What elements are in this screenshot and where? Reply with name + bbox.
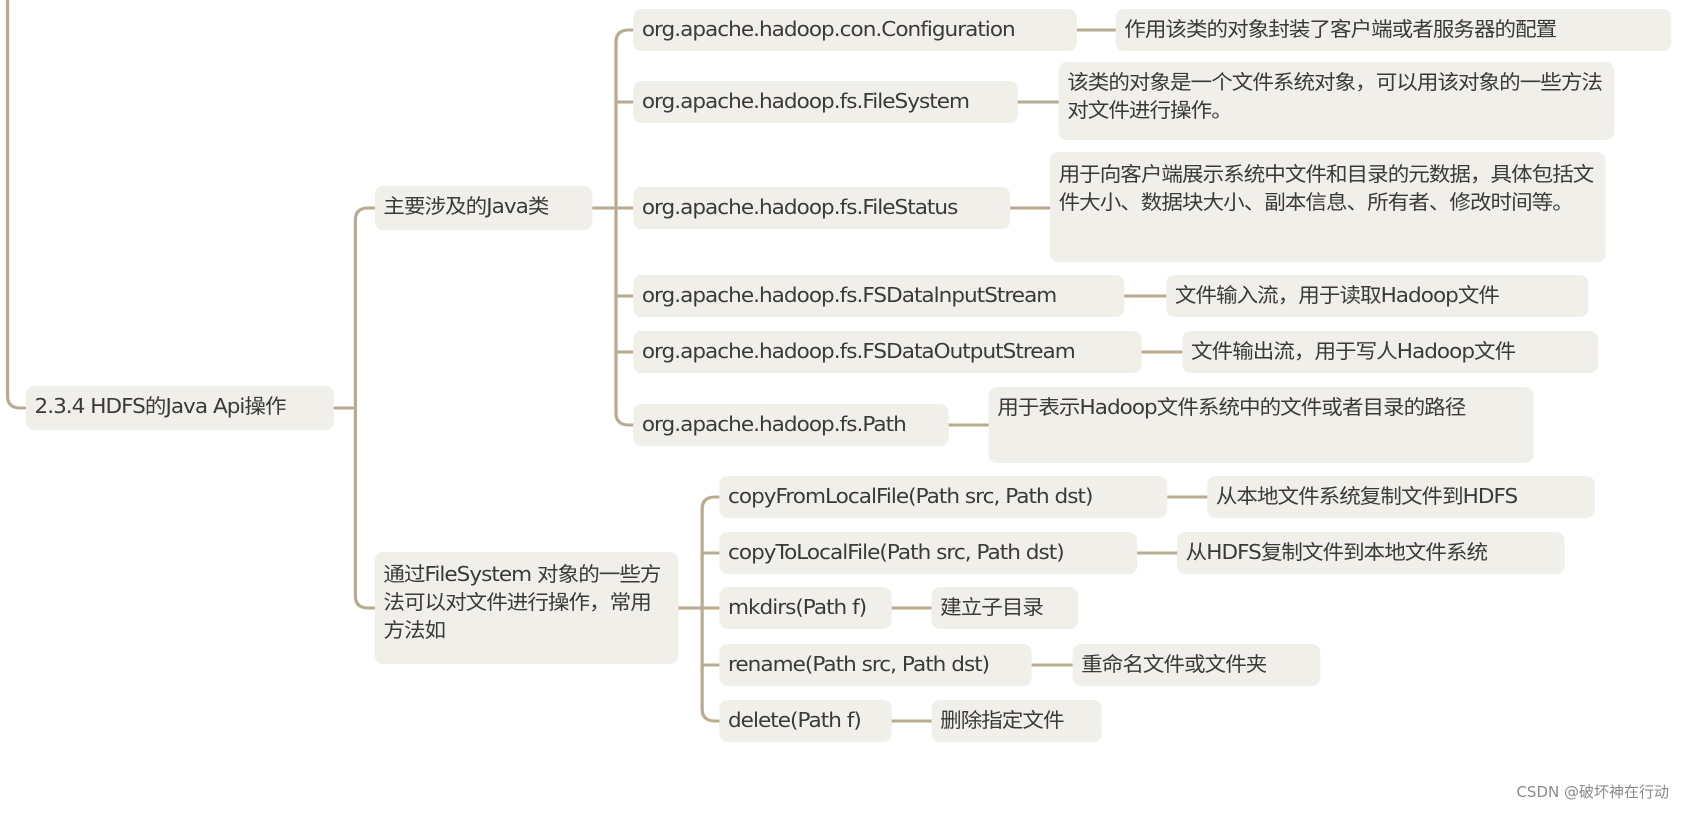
branch-filesystem-methods[interactable]: 通过FileSystem 对象的一些方法可以对文件进行操作，常用方法如	[374, 552, 679, 664]
connector-class-descriptions	[947, 28, 1185, 427]
csdn-watermark: CSDN @破坏神在行动	[1516, 783, 1669, 801]
desc-filestatus: 用于向客户端展示系统中文件和目录的元数据，具体包括文件大小、数据块大小、副本信息…	[1049, 152, 1606, 262]
desc-configuration: 作用该类的对象封装了客户端或者服务器的配置	[1115, 9, 1672, 51]
method-mkdirs[interactable]: mkdirs(Path f)	[719, 587, 892, 629]
branch-java-classes[interactable]: 主要涉及的Java类	[374, 186, 593, 230]
class-fsdataoutputstream[interactable]: org.apache.hadoop.fs.FSDataOutputStream	[633, 331, 1142, 373]
class-path[interactable]: org.apache.hadoop.fs.Path	[633, 404, 949, 446]
connector-root-branches	[332, 206, 379, 610]
desc-path: 用于表示Hadoop文件系统中的文件或者目录的路径	[988, 387, 1534, 463]
class-filesystem[interactable]: org.apache.hadoop.fs.FileSystem	[633, 81, 1018, 123]
connector-top-trunk	[5, 0, 30, 410]
desc-copyfromlocalfile: 从本地文件系统复制文件到HDFS	[1207, 476, 1595, 518]
desc-delete: 删除指定文件	[931, 700, 1102, 742]
desc-mkdirs: 建立子目录	[931, 587, 1078, 629]
connector-methods	[676, 495, 724, 723]
method-rename[interactable]: rename(Path src, Path dst)	[719, 644, 1032, 686]
method-delete[interactable]: delete(Path f)	[719, 700, 892, 742]
class-filestatus[interactable]: org.apache.hadoop.fs.FileStatus	[633, 187, 1011, 229]
root-node[interactable]: 2.3.4 HDFS的Java Api操作	[25, 386, 334, 430]
method-copytolocalfile[interactable]: copyToLocalFile(Path src, Path dst)	[719, 532, 1138, 574]
desc-copytolocalfile: 从HDFS复制文件到本地文件系统	[1177, 532, 1565, 574]
desc-filesystem: 该类的对象是一个文件系统对象，可以用该对象的一些方法对文件进行操作。	[1058, 62, 1615, 140]
method-copyfromlocalfile[interactable]: copyFromLocalFile(Path src, Path dst)	[719, 476, 1168, 518]
desc-rename: 重命名文件或文件夹	[1072, 644, 1321, 686]
class-fsdatainputstream[interactable]: org.apache.hadoop.fs.FSDatalnputStream	[633, 275, 1125, 317]
connector-method-descriptions	[890, 495, 1209, 723]
desc-fsdatainputstream: 文件输入流，用于读取Hadoop文件	[1166, 275, 1589, 317]
desc-fsdataoutputstream: 文件输出流，用于写人Hadoop文件	[1182, 331, 1599, 373]
connector-java-classes	[590, 28, 637, 427]
class-configuration[interactable]: org.apache.hadoop.con.Configuration	[633, 9, 1077, 51]
